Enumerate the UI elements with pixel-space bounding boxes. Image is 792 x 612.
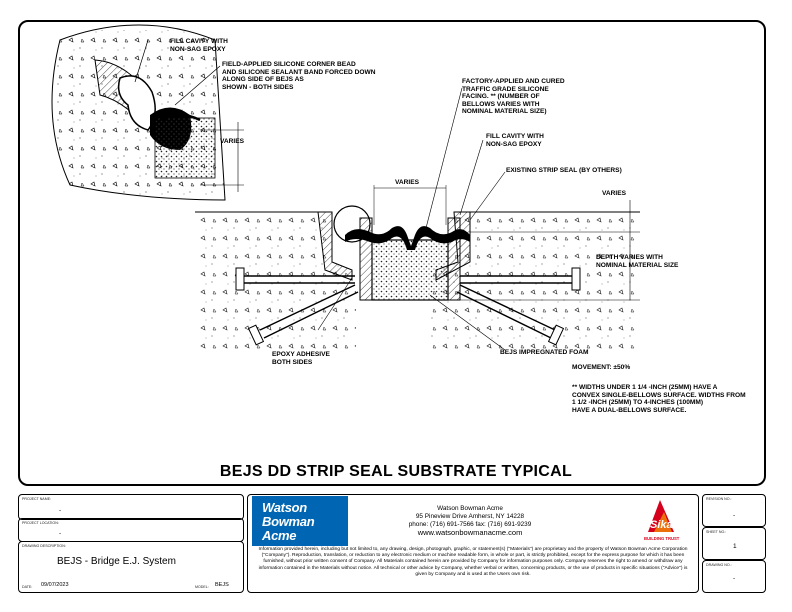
bejs-foam-note: BEJS IMPREGNATED FOAM (500, 349, 589, 356)
drawing-no-box: DRAWING NO.: - (702, 560, 766, 593)
drawing-description-label: DRAWING DESCRIPTION: (22, 544, 66, 548)
company-box (247, 494, 699, 593)
sika-logo: Sika BUILDING TRUST (644, 500, 680, 541)
drawing-no-label: DRAWING NO.: (706, 563, 732, 567)
sheet-value: 1 (733, 543, 737, 550)
company-address: Watson Bowman Acme 95 Pineview Drive Amh… (350, 505, 590, 538)
company-website[interactable]: www.watsonbowmanacme.com (417, 528, 523, 537)
sheet-box: SHEET NO.: 1 (702, 527, 766, 560)
model-value: BEJS (215, 582, 229, 588)
varies-top-note: VARIES (395, 179, 420, 186)
sika-tagline: BUILDING TRUST (644, 536, 680, 541)
drawing-title: BEJS DD STRIP SEAL SUBSTRATE TYPICAL (219, 463, 573, 480)
fill-cavity-mid-note: FILL CAVITY WITH NON-SAG EPOXY (486, 133, 544, 148)
logo-line-1: Watson (262, 500, 307, 515)
company-phone: phone: (716) 691-7566 fax: (716) 691-923… (408, 521, 532, 528)
logo-line-2: Bowman (262, 514, 315, 529)
existing-strip-note: EXISTING STRIP SEAL (BY OTHERS) (506, 167, 622, 174)
varies-right-note: VARIES (602, 190, 627, 197)
sika-brand: Sika (650, 519, 673, 531)
project-location-label: PROJECT LOCATION: (22, 521, 59, 525)
varies-detail-note: VARIES (220, 138, 245, 145)
date-label: DATE: (22, 585, 33, 589)
company-street: 95 Pineview Drive Amherst, NY 14228 (415, 513, 525, 520)
watson-bowman-acme-logo: Watson Bowman Acme (252, 496, 348, 546)
revision-box: REVISION NO.: - (702, 494, 766, 527)
section-view (195, 87, 640, 352)
drawing-description-value: BEJS - Bridge E.J. System (57, 556, 176, 567)
enlarged-detail (51, 24, 244, 201)
fill-cavity-top-note: FILL CAVITY WITH NON-SAG EPOXY (170, 38, 228, 53)
project-name-box: PROJECT NAME: - (18, 494, 244, 520)
widths-note: ** WIDTHS UNDER 1 1/4 -INCH (25mm) HAVE … (572, 384, 746, 414)
company-name: Watson Bowman Acme (437, 505, 503, 512)
project-location-box: PROJECT LOCATION: - (18, 518, 244, 542)
project-location-value: - (59, 530, 62, 537)
legal-disclaimer: Information provided herein, including b… (258, 547, 688, 577)
revision-value: - (733, 512, 736, 519)
sheet-label: SHEET NO.: (706, 530, 727, 534)
sheet-border (18, 20, 766, 486)
date-value: 09/07/2023 (41, 582, 69, 588)
project-name-value: - (59, 507, 62, 514)
epoxy-adhesive-note: EPOXY ADHESIVE BOTH SIDES (272, 351, 330, 366)
depth-varies-note: DEPTH VARIES WITH NOMINAL MATERIAL SIZE (596, 254, 679, 269)
project-name-label: PROJECT NAME: (22, 497, 52, 501)
revision-label: REVISION NO.: (706, 497, 732, 501)
factory-applied-note: FACTORY-APPLIED AND CURED TRAFFIC GRADE … (462, 78, 565, 116)
movement-note: MOVEMENT: ±50% (572, 364, 631, 371)
model-label: MODEL: (195, 585, 209, 589)
drawing-description-box: DRAWING DESCRIPTION: BEJS - Bridge E.J. … (18, 541, 244, 593)
field-applied-note: FIELD-APPLIED SILICONE CORNER BEAD AND S… (222, 61, 376, 91)
drawing-no-value: - (733, 575, 736, 582)
logo-line-3: Acme (262, 528, 297, 543)
